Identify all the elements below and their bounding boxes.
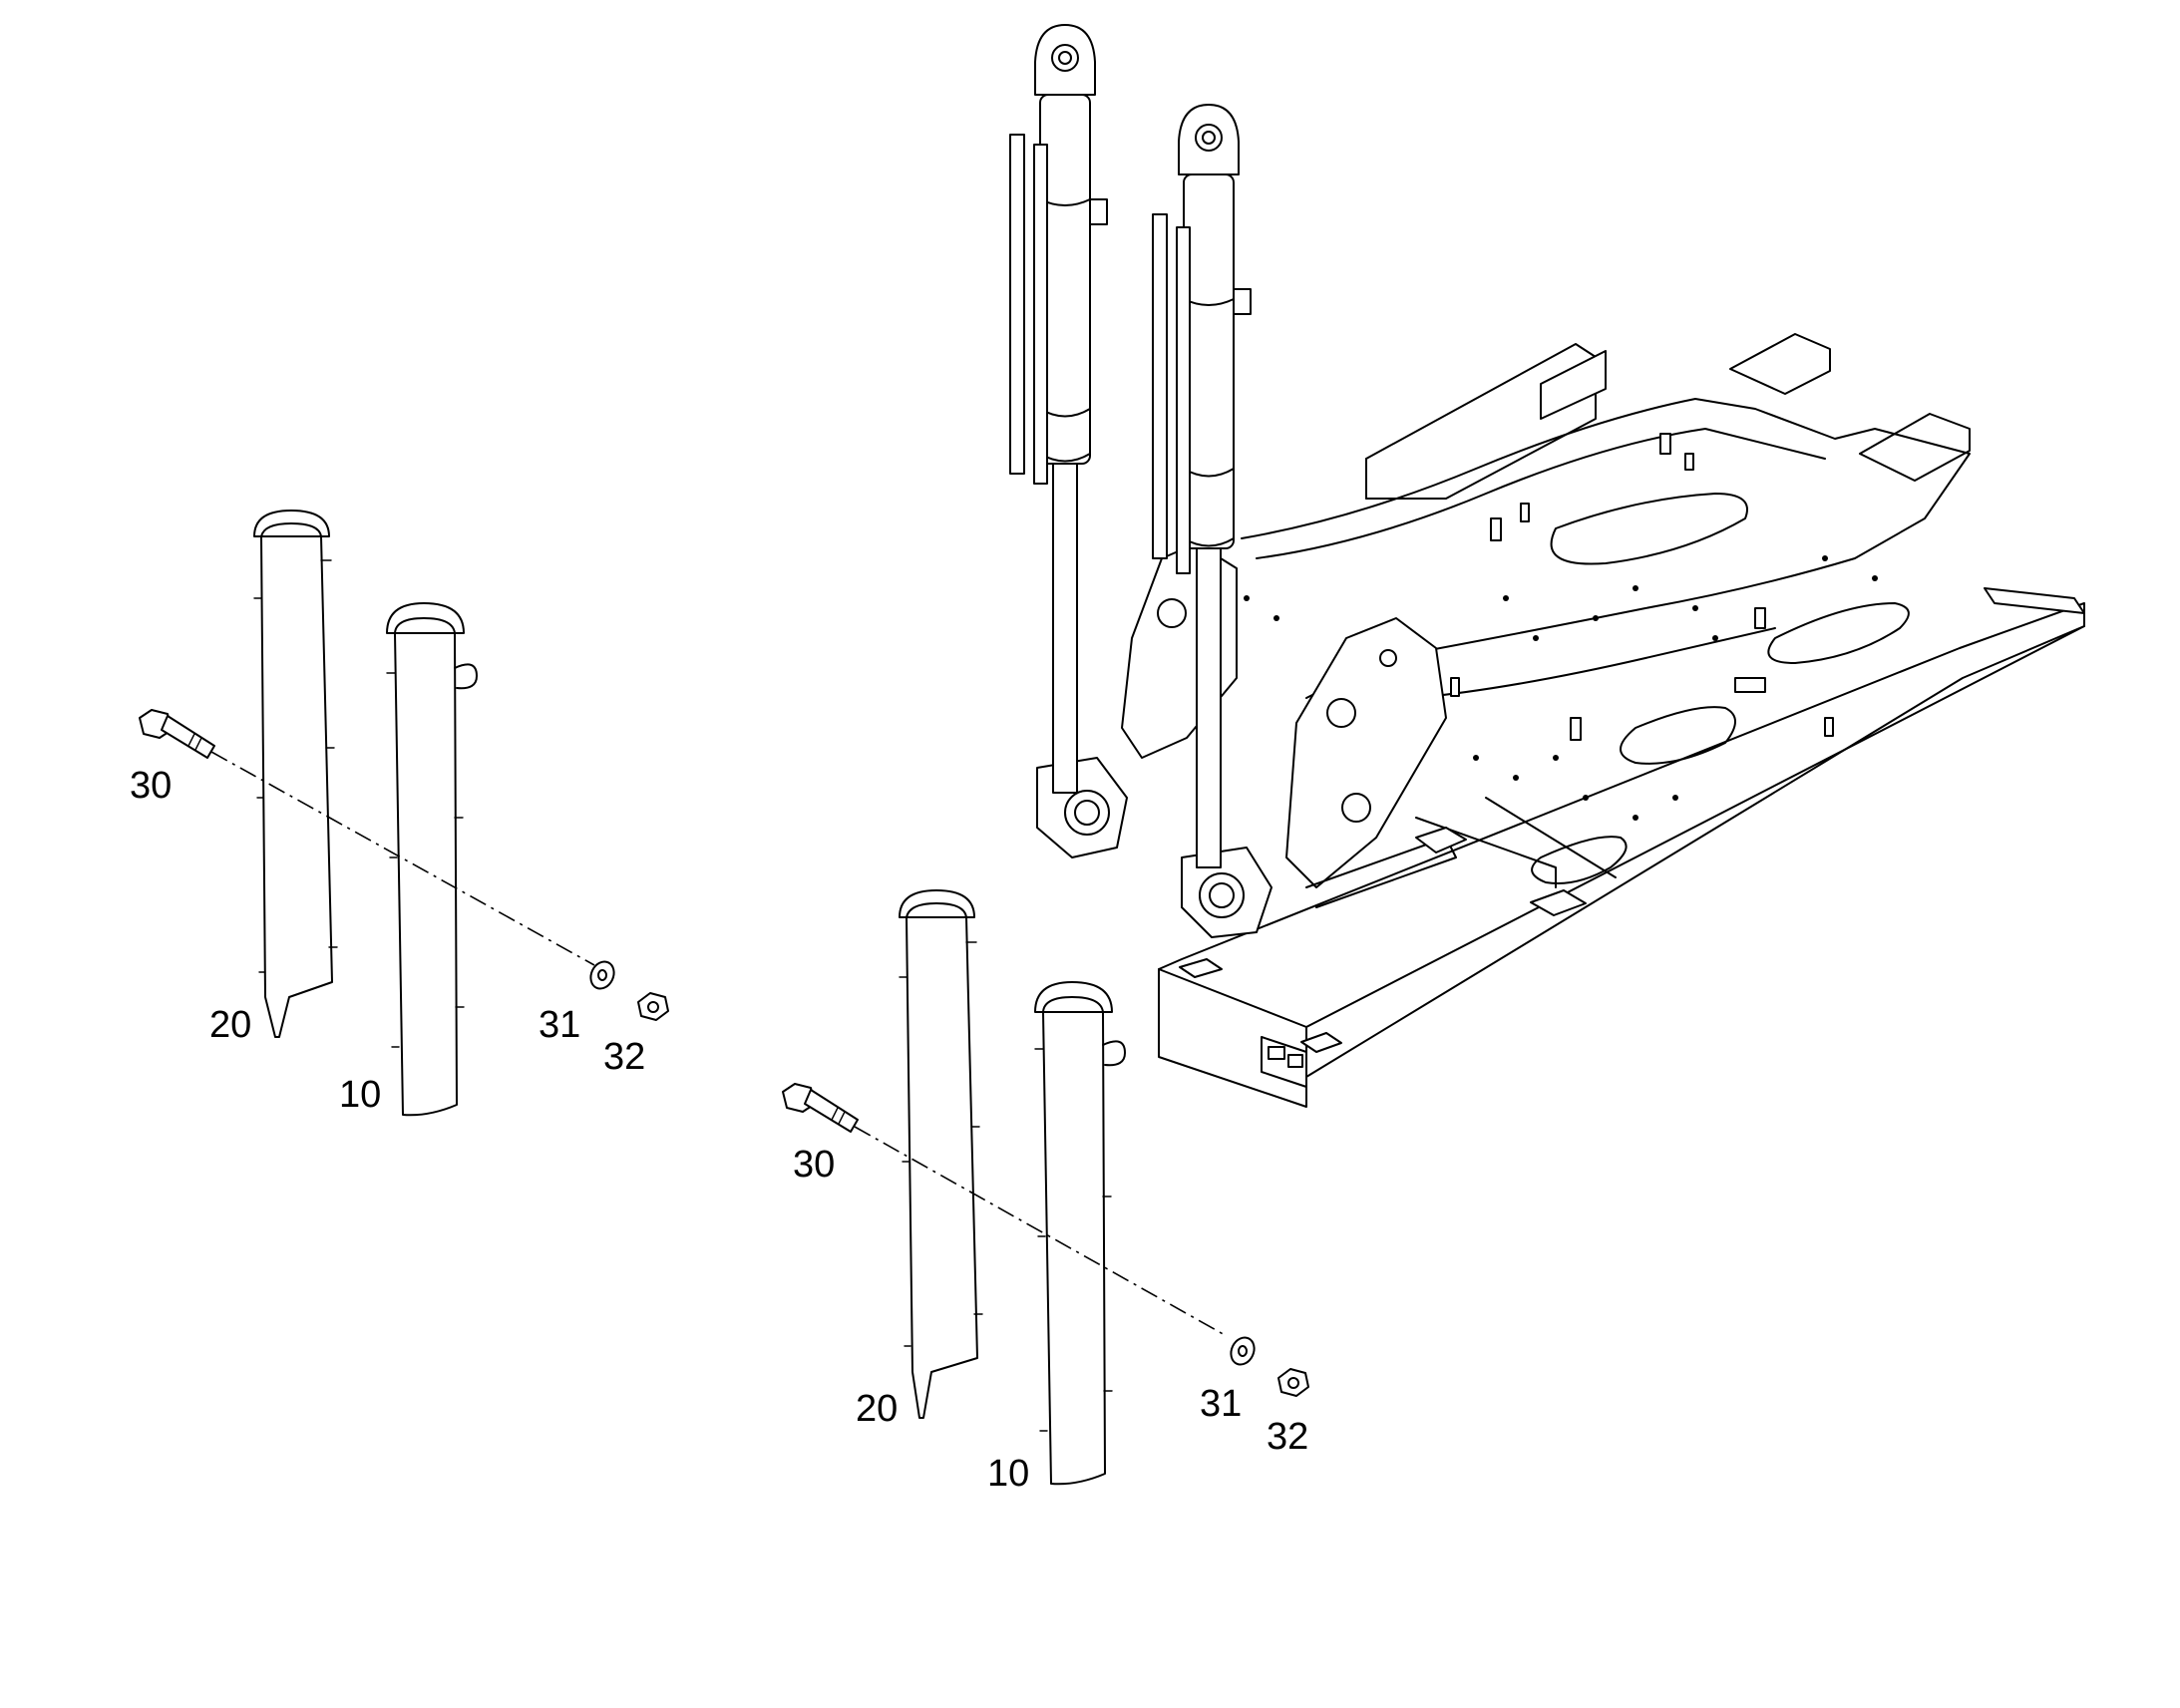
callout-outer-cover-left: 10	[339, 1074, 381, 1116]
assembly-axis-right	[854, 1126, 1228, 1337]
callout-nut-left: 32	[603, 1036, 645, 1078]
inner-cover-left	[253, 510, 338, 1038]
hydraulic-cylinder-right	[1152, 104, 1252, 868]
assembly-axis-left	[210, 751, 595, 966]
bolt-left	[139, 709, 215, 759]
callout-bolt-right: 30	[793, 1144, 835, 1186]
outer-cover-left	[386, 602, 478, 1117]
callout-bolt-left: 30	[130, 765, 172, 807]
nut-left	[637, 992, 669, 1021]
washer-left	[589, 960, 615, 990]
nut-right	[1277, 1368, 1309, 1397]
cover-set-right: 30 20 10 31 32	[782, 889, 1309, 1495]
bolt-right	[782, 1083, 859, 1133]
hydraulic-cylinder-left	[1009, 24, 1108, 794]
callout-outer-cover-right: 10	[987, 1453, 1029, 1495]
washer-right	[1230, 1336, 1256, 1366]
callout-washer-right: 31	[1200, 1383, 1242, 1425]
callout-washer-left: 31	[539, 1004, 580, 1046]
callout-nut-right: 32	[1267, 1416, 1308, 1458]
callout-inner-cover-right: 20	[856, 1388, 898, 1430]
cover-set-left: 30 20 10 31 32	[130, 510, 669, 1117]
inner-cover-right	[899, 889, 983, 1419]
outer-cover-right	[1034, 981, 1126, 1486]
callout-inner-cover-left: 20	[209, 1004, 251, 1046]
chassis-frame	[1036, 333, 2085, 1108]
